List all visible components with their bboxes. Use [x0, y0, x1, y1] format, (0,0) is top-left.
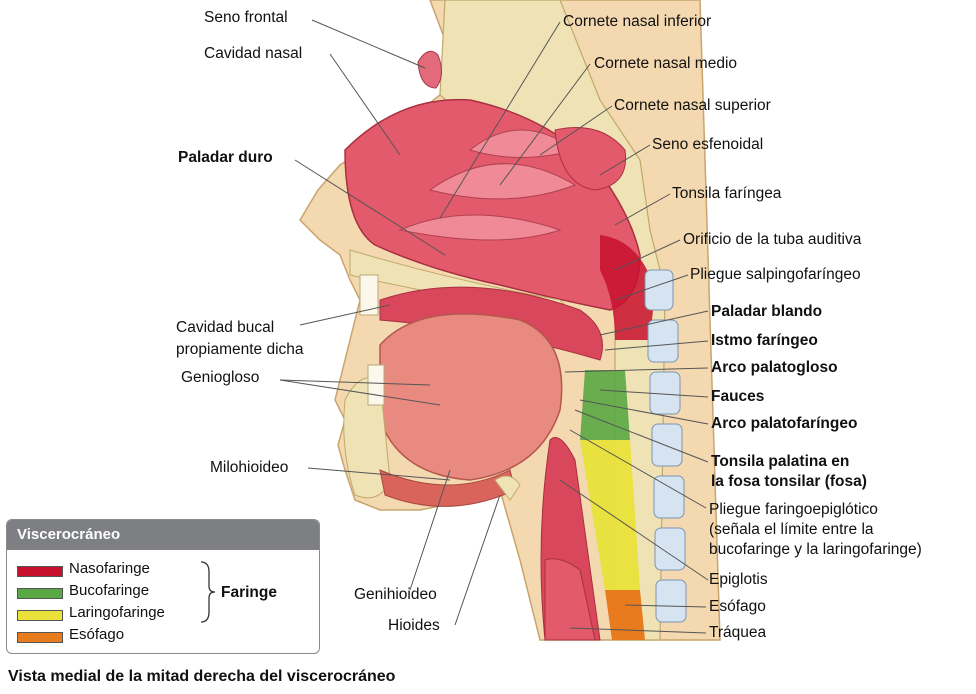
- legend-title: Viscerocráneo: [7, 520, 319, 550]
- label-fauces: Fauces: [711, 387, 764, 406]
- legend-box: Viscerocráneo Nasofaringe Bucofaringe La…: [6, 519, 320, 654]
- label-seno-esfenoidal: Seno esfenoidal: [652, 135, 763, 154]
- legend-swatch-bucofaringe: [17, 588, 63, 599]
- legend-label-nasofaringe: Nasofaringe: [69, 560, 150, 577]
- upper-teeth: [360, 275, 378, 315]
- label-pliegue-faringo-3: bucofaringe y la laringofaringe): [709, 540, 922, 559]
- label-tonsila-faringea: Tonsila faríngea: [672, 184, 781, 203]
- legend-swatch-laringofaringe: [17, 610, 63, 621]
- label-geniogloso: Geniogloso: [181, 368, 259, 387]
- label-paladar-duro: Paladar duro: [178, 148, 273, 167]
- legend-brace: [199, 560, 217, 624]
- label-cavidad-bucal-2: propiamente dicha: [176, 340, 304, 359]
- label-esofago: Esófago: [709, 597, 766, 616]
- label-pliegue-faringo-1: Pliegue faringoepiglótico: [709, 500, 878, 519]
- label-orificio-tuba: Orificio de la tuba auditiva: [683, 230, 861, 249]
- frontal-sinus: [418, 51, 442, 88]
- lower-teeth: [368, 365, 384, 405]
- label-arco-palatofaringeo: Arco palatofaríngeo: [711, 414, 857, 433]
- label-hioides: Hioides: [388, 616, 440, 635]
- label-tonsila-palatina-1: Tonsila palatina en: [711, 452, 849, 471]
- legend-label-esofago: Esófago: [69, 626, 124, 643]
- label-arco-palatogloso: Arco palatogloso: [711, 358, 838, 377]
- figure-caption: Vista medial de la mitad derecha del vis…: [8, 668, 395, 686]
- legend-label-laringofaringe: Laringofaringe: [69, 604, 165, 621]
- label-pliegue-faringo-2: (señala el límite entre la: [709, 520, 874, 539]
- label-istmo-faringeo: Istmo faríngeo: [711, 331, 818, 350]
- label-cornete-inferior: Cornete nasal inferior: [563, 12, 711, 31]
- label-cornete-superior: Cornete nasal superior: [614, 96, 771, 115]
- label-pliegue-salpingo: Pliegue salpingofaríngeo: [690, 265, 861, 284]
- label-paladar-blando: Paladar blando: [711, 302, 822, 321]
- label-epiglotis: Epiglotis: [709, 570, 768, 589]
- label-cavidad-bucal-1: Cavidad bucal: [176, 318, 274, 337]
- legend-swatch-esofago: [17, 632, 63, 643]
- legend-label-bucofaringe: Bucofaringe: [69, 582, 149, 599]
- label-cornete-medio: Cornete nasal medio: [594, 54, 737, 73]
- label-cavidad-nasal: Cavidad nasal: [204, 44, 302, 63]
- esophagus: [605, 590, 645, 640]
- legend-swatch-nasofaringe: [17, 566, 63, 577]
- label-tonsila-palatina-2: la fosa tonsilar (fosa): [711, 472, 867, 491]
- label-milohioideo: Milohioideo: [210, 458, 288, 477]
- label-traquea: Tráquea: [709, 623, 766, 642]
- label-genihioideo: Genihioideo: [354, 585, 437, 604]
- label-seno-frontal: Seno frontal: [204, 8, 288, 27]
- legend-group-label: Faringe: [221, 584, 277, 602]
